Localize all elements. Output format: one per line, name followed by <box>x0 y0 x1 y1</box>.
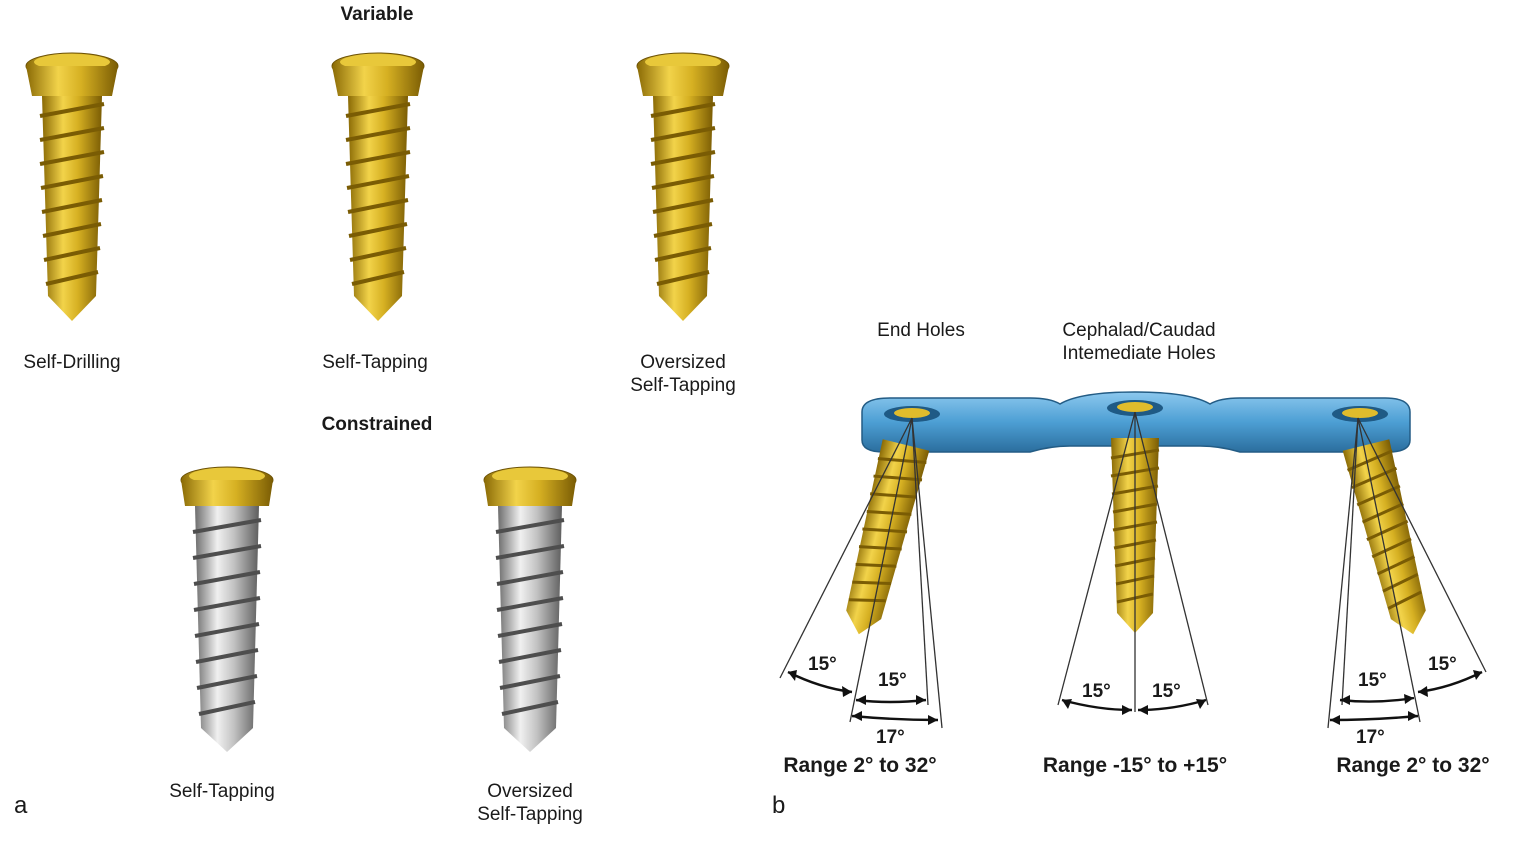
caption-self-tapping-variable: Self-Tapping <box>322 352 428 373</box>
angle-lines <box>779 411 1487 729</box>
screw-oversized-self-tapping-constrained <box>482 465 578 754</box>
caption-oversized-variable: Oversized Self-Tapping <box>630 351 736 397</box>
angle-label-left-outer: 15° <box>808 654 837 675</box>
panel-label-a: a <box>14 792 28 819</box>
angle-label-right-total: 17° <box>1356 727 1385 748</box>
caption-line: Oversized <box>640 352 726 373</box>
arrowheads <box>788 670 1482 725</box>
screw-oversized-self-tapping-variable <box>635 51 731 323</box>
caption-oversized-constrained: Oversized Self-Tapping <box>477 780 583 826</box>
heading-variable: Variable <box>340 4 414 25</box>
angle-label-mid-right: 15° <box>1152 681 1181 702</box>
caption-self-drilling: Self-Drilling <box>23 352 121 373</box>
range-label-right: Range 2° to 32° <box>1336 754 1490 777</box>
caption-line: Intemediate Holes <box>1062 343 1216 364</box>
range-label-left: Range 2° to 32° <box>783 754 937 777</box>
bone-plate <box>861 391 1411 453</box>
screw-self-tapping-constrained <box>179 465 275 754</box>
angle-label-left-total: 17° <box>876 727 905 748</box>
angle-label-mid-left: 15° <box>1082 681 1111 702</box>
screw-self-tapping-variable <box>330 51 426 323</box>
angle-label-right-inner: 15° <box>1358 670 1387 691</box>
screw-self-drilling <box>24 51 120 323</box>
plate-screw-right <box>1341 437 1438 642</box>
label-intermediate-holes: Cephalad/Caudad Intemediate Holes <box>1062 319 1215 365</box>
angle-label-left-inner: 15° <box>878 670 907 691</box>
caption-line: Cephalad/Caudad <box>1062 320 1216 341</box>
heading-constrained: Constrained <box>321 414 433 435</box>
range-label-middle: Range -15° to +15° <box>1042 754 1228 777</box>
label-end-holes: End Holes <box>877 320 965 341</box>
caption-line: Self-Tapping <box>630 375 736 396</box>
caption-line: Oversized <box>487 781 573 802</box>
caption-self-tapping-constrained: Self-Tapping <box>169 781 275 802</box>
caption-line: Self-Tapping <box>477 804 583 825</box>
panel-label-b: b <box>772 792 786 819</box>
angle-label-right-outer: 15° <box>1428 654 1457 675</box>
